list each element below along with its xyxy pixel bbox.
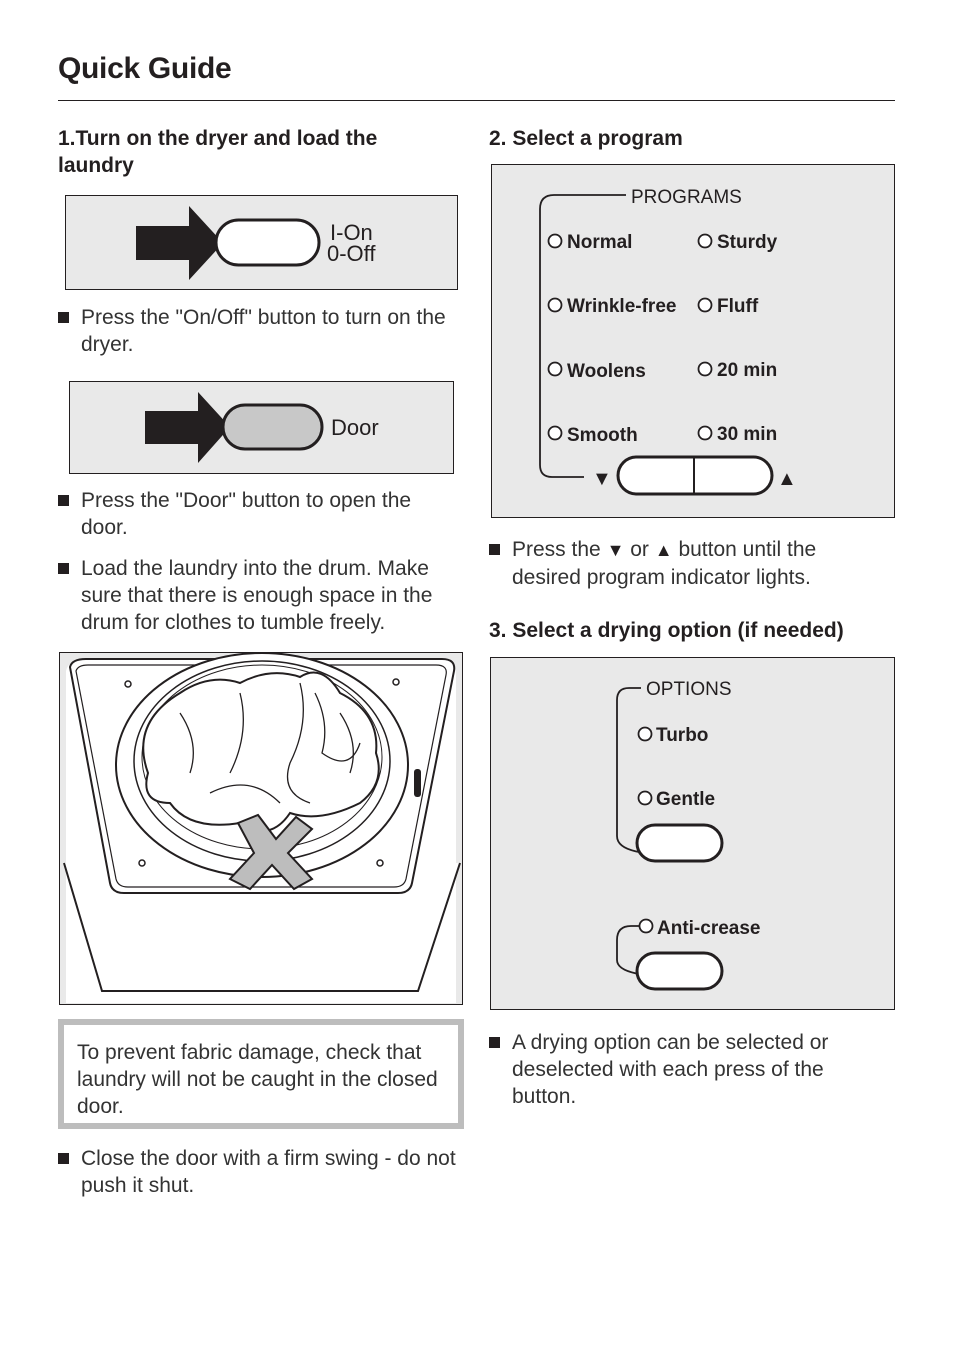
bullet-close: Close the door with a firm swing - do no…: [58, 1145, 468, 1199]
bullet-option-text: A drying option can be selected or desel…: [512, 1031, 829, 1108]
down-arrow-icon: ▼: [592, 468, 612, 490]
step3-heading: 3. Select a drying option (if needed): [489, 619, 844, 642]
bullet-square-icon: [489, 1037, 500, 1048]
dryer-drum-drawing: [63, 652, 461, 1013]
onoff-panel: I-On 0-Off: [65, 195, 458, 290]
indicator-light-icon: [697, 233, 713, 249]
programs-panel-title: PROGRAMS: [631, 187, 742, 208]
bullet-close-text: Close the door with a firm swing - do no…: [81, 1147, 456, 1197]
program-wrinkle-free[interactable]: Wrinkle-free: [567, 296, 676, 317]
warning-note-text: To prevent fabric damage, check that lau…: [77, 1041, 438, 1118]
arrow-right-icon: [145, 392, 230, 463]
onoff-label-line2: 0-Off: [327, 241, 376, 266]
page-title: Quick Guide: [58, 52, 232, 85]
program-fluff[interactable]: Fluff: [717, 296, 759, 317]
indicator-light-icon: [547, 361, 563, 377]
bullet-square-icon: [58, 495, 69, 506]
up-arrow-icon: ▲: [654, 540, 673, 560]
option-gentle[interactable]: Gentle: [656, 789, 715, 810]
up-arrow-icon: ▲: [777, 468, 797, 490]
bullet-select-text: Press the ▼ or ▲ button until the desire…: [512, 536, 889, 591]
bullet-onoff-text: Press the "On/Off" button to turn on the…: [81, 306, 446, 356]
onoff-label-line1: I-On: [330, 220, 373, 245]
door-panel: Door: [69, 381, 454, 474]
drum-illustration: [59, 652, 463, 1013]
indicator-light-icon: [697, 361, 713, 377]
indicator-light-icon: [697, 297, 713, 313]
door-illustration: Door: [145, 392, 379, 463]
program-normal[interactable]: Normal: [567, 232, 632, 253]
onoff-button-shape: [214, 218, 321, 267]
anticrease-button[interactable]: [635, 951, 724, 991]
anticrease-label[interactable]: Anti-crease: [657, 918, 761, 939]
step1-heading: 1.Turn on the dryer and load the laundry: [58, 127, 378, 177]
program-20-min[interactable]: 20 min: [717, 360, 777, 381]
indicator-light-icon: [547, 425, 563, 441]
indicator-light-icon: [697, 425, 713, 441]
option-select-button[interactable]: [635, 823, 724, 863]
option-turbo[interactable]: Turbo: [656, 725, 708, 746]
title-divider: [58, 100, 895, 101]
door-button-shape: [221, 403, 324, 451]
down-arrow-icon: ▼: [606, 540, 625, 560]
bullet-load: Load the laundry into the drum. Make sur…: [58, 555, 468, 636]
step2-heading: 2. Select a program: [489, 127, 683, 150]
program-sturdy[interactable]: Sturdy: [717, 232, 778, 253]
warning-note: To prevent fabric damage, check that lau…: [58, 1019, 464, 1129]
bullet-select-text-3: button until the desired program indicat…: [512, 538, 817, 589]
indicator-light-icon: [637, 790, 653, 806]
programs-panel: PROGRAMS Normal Sturdy Wrinkle-free Fluf…: [491, 164, 895, 518]
bullet-onoff: Press the "On/Off" button to turn on the…: [58, 304, 458, 358]
bullet-option: A drying option can be selected or desel…: [489, 1029, 889, 1110]
indicator-light-icon: [547, 297, 563, 313]
arrow-right-icon: [136, 206, 223, 280]
program-woolens[interactable]: Woolens: [567, 361, 646, 382]
indicator-light-icon: [637, 726, 653, 742]
door-label: Door: [331, 415, 379, 440]
program-smooth[interactable]: Smooth: [567, 425, 638, 446]
program-30-min[interactable]: 30 min: [717, 424, 777, 445]
bullet-select-text-2: or: [630, 538, 649, 561]
options-panel: OPTIONS Turbo Gentle Anti-crease: [490, 657, 895, 1010]
bullet-square-icon: [489, 544, 500, 555]
programs-illustration: PROGRAMS Normal Sturdy Wrinkle-free Fluf…: [539, 187, 797, 496]
indicator-light-icon: [547, 233, 563, 249]
bullet-square-icon: [58, 312, 69, 323]
bullet-square-icon: [58, 1153, 69, 1164]
bullet-door-text: Press the "Door" button to open the door…: [81, 489, 412, 539]
bullet-door: Press the "Door" button to open the door…: [58, 487, 458, 541]
bullet-load-text: Load the laundry into the drum. Make sur…: [81, 557, 433, 634]
bullet-select: Press the ▼ or ▲ button until the desire…: [489, 536, 889, 591]
bullet-square-icon: [58, 563, 69, 574]
onoff-illustration: I-On 0-Off: [136, 206, 376, 280]
options-illustration: OPTIONS Turbo Gentle Anti-crease: [616, 679, 761, 991]
options-panel-title: OPTIONS: [646, 679, 732, 700]
x-mark-icon: [228, 813, 314, 891]
bullet-select-text-1: Press the: [512, 538, 601, 561]
indicator-light-icon: [638, 918, 654, 934]
